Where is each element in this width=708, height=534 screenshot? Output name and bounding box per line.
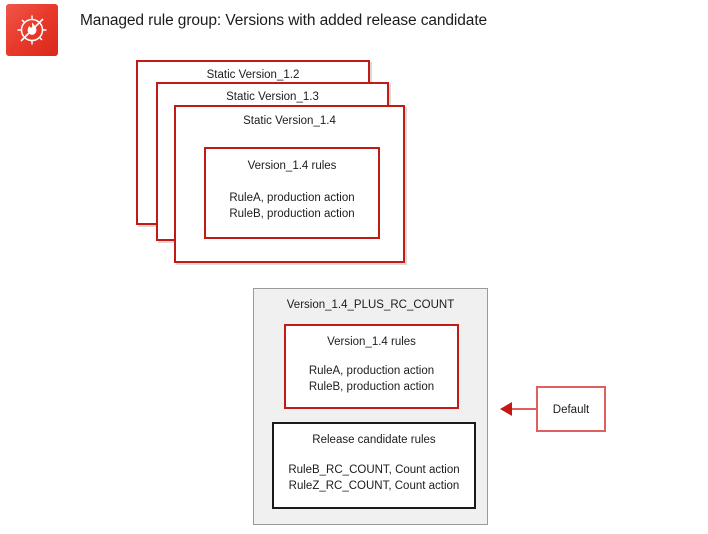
version-rules-lines-static: RuleA, production action RuleB, producti… [206,190,378,222]
static-version-label-1-3: Static Version_1.3 [226,91,319,103]
version-rules-title-static: Version_1.4 rules [247,160,337,172]
arrow-left-icon [500,402,512,416]
release-candidate-lines: RuleB_RC_COUNT, Count action RuleZ_RC_CO… [274,462,474,494]
rule-line: RuleB, production action [229,208,355,220]
default-arrow-line [512,408,537,410]
rule-line: RuleB_RC_COUNT, Count action [288,464,460,476]
page-title: Managed rule group: Versions with added … [80,12,488,29]
version-rules-title-rc: Version_1.4 rules [327,336,416,348]
static-version-label-1-2: Static Version_1.2 [206,69,300,81]
version-rules-card-rc: Version_1.4 rules RuleA, production acti… [284,324,459,409]
rule-line: RuleZ_RC_COUNT, Count action [288,480,460,492]
default-callout-box: Default [536,386,606,432]
static-version-label-1-4: Static Version_1.4 [243,115,336,127]
default-callout-label: Default [552,404,590,416]
release-candidate-title: Release candidate rules [312,434,436,446]
rc-panel-label: Version_1.4_PLUS_RC_COUNT [286,299,455,311]
aws-waf-icon [6,4,58,56]
version-rules-card-static: Version_1.4 rules RuleA, production acti… [204,147,380,239]
release-candidate-rules-card: Release candidate rules RuleB_RC_COUNT, … [272,422,476,509]
rule-line: RuleA, production action [308,365,435,377]
version-rules-lines-rc: RuleA, production action RuleB, producti… [286,363,457,395]
rule-line: RuleA, production action [229,192,355,204]
rule-line: RuleB, production action [308,381,435,393]
